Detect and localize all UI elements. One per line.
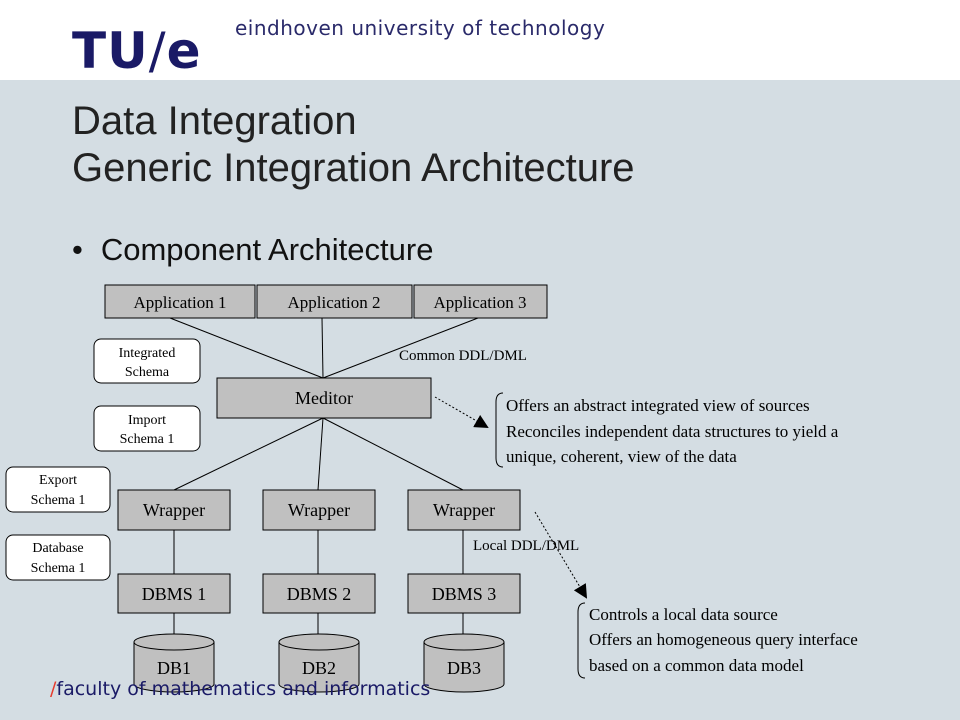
database-schema-box [5, 534, 111, 581]
dbms-1-box [117, 573, 231, 614]
application-3-box [413, 284, 548, 319]
wrapper-note-line-1: Controls a local data source [589, 605, 778, 624]
title-line-2: Generic Integration Architecture [72, 146, 635, 190]
meditor-note-line-1: Offers an abstract integrated view of so… [506, 396, 810, 415]
faculty-footer: /faculty of mathematics and informatics [50, 678, 430, 700]
meditor-box [216, 377, 432, 419]
link-app3-meditor [322, 317, 479, 379]
meditor-note-bracket [495, 392, 504, 468]
meditor-note-line-2: Reconciles independent data structures t… [506, 422, 839, 441]
dbms-1-label: DBMS 1 [142, 584, 207, 604]
link-meditor-wrapper2 [317, 417, 324, 491]
wrapper-note-arrow [534, 511, 588, 599]
title-line-1: Data Integration [72, 99, 357, 143]
db2-cylinder [278, 633, 360, 693]
wrapper-2-label: Wrapper [288, 500, 350, 520]
wrapper-3-label: Wrapper [433, 500, 495, 520]
db3-label: DB3 [447, 658, 481, 678]
import-schema-line-2: Schema 1 [120, 432, 175, 447]
application-1-box [104, 284, 256, 319]
tue-logo: TU/e [72, 22, 202, 80]
link-meditor-wrapper3 [322, 417, 464, 491]
logo-slash: / [148, 22, 167, 80]
application-3-label: Application 3 [433, 293, 526, 312]
wrapper-1-box [117, 489, 231, 531]
link-meditor-wrapper1 [173, 417, 324, 491]
wrapper-3-box [407, 489, 521, 531]
integrated-schema-box [93, 338, 201, 384]
logo-e: e [166, 22, 202, 80]
slide-title: Data Integration Generic Integration Arc… [72, 98, 635, 192]
wrapper-note-line-3: based on a common data model [589, 656, 804, 675]
meditor-note-line-3: unique, coherent, view of the data [506, 447, 737, 466]
meditor-note-arrow [434, 396, 489, 428]
link-app2-meditor [321, 317, 324, 379]
logo-tu: TU [72, 22, 149, 80]
dbms-3-label: DBMS 3 [432, 584, 497, 604]
bullet-mark: • [72, 232, 83, 267]
common-ddl-label: Common DDL/DML [399, 348, 527, 364]
database-schema-line-1: Database [32, 541, 83, 556]
dbms-3-box [407, 573, 521, 614]
database-schema-line-2: Schema 1 [31, 561, 86, 576]
db2-label: DB2 [302, 658, 336, 678]
meditor-label: Meditor [295, 388, 353, 408]
wrapper-1-label: Wrapper [143, 500, 205, 520]
db3-cylinder [423, 633, 505, 693]
footer-slash: / [50, 678, 57, 700]
local-ddl-label: Local DDL/DML [473, 538, 579, 554]
bullet-text: Component Architecture [100, 232, 434, 267]
dbms-2-label: DBMS 2 [287, 584, 352, 604]
application-2-box [256, 284, 413, 319]
university-name: eindhoven university of technology [235, 16, 606, 40]
db1-label: DB1 [157, 658, 191, 678]
bullet-item: • Component Architecture [72, 232, 433, 268]
import-schema-line-1: Import [128, 413, 166, 428]
footer-text: faculty of mathematics and informatics [56, 678, 431, 700]
wrapper-note-line-2: Offers an homogeneous query interface [589, 630, 858, 649]
export-schema-box [5, 466, 111, 513]
import-schema-box [93, 405, 201, 452]
integrated-schema-line-1: Integrated [119, 346, 176, 361]
export-schema-line-1: Export [39, 473, 77, 488]
wrapper-note-bracket [577, 602, 586, 679]
wrapper-2-box [262, 489, 376, 531]
export-schema-line-2: Schema 1 [31, 493, 86, 508]
integrated-schema-line-2: Schema [125, 365, 170, 380]
link-app1-meditor [169, 317, 324, 379]
application-1-label: Application 1 [133, 293, 226, 312]
db1-cylinder [133, 633, 215, 693]
dbms-2-box [262, 573, 376, 614]
application-2-label: Application 2 [287, 293, 380, 312]
